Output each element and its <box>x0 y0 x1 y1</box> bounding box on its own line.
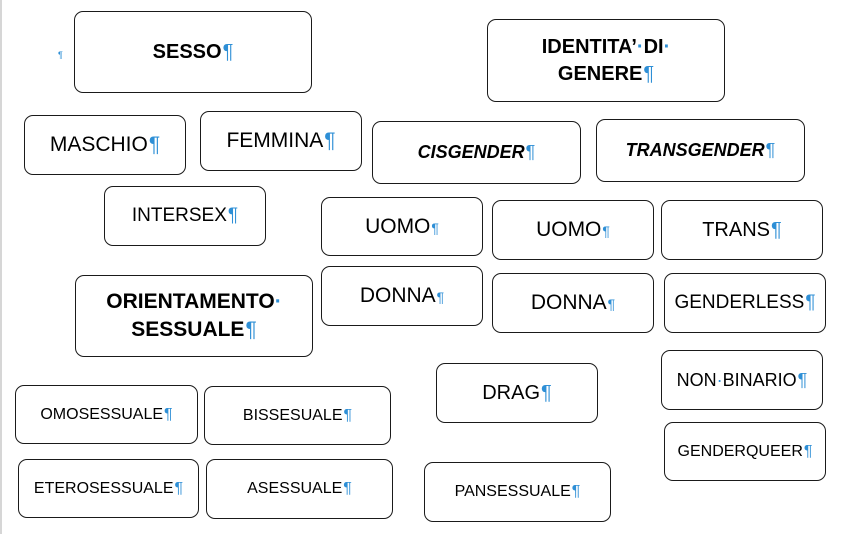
card-intersex[interactable]: INTERSEX¶ <box>104 186 266 246</box>
pilcrow-mark: ¶ <box>245 318 257 341</box>
card-donna-1[interactable]: DONNA¶ <box>321 266 483 326</box>
card-transgender[interactable]: TRANSGENDER¶ <box>596 119 805 182</box>
pilcrow-mark: ¶ <box>227 205 239 226</box>
space-dot: · <box>716 369 723 390</box>
card-label: GENERE <box>557 62 643 85</box>
pilcrow-mark: ¶ <box>541 381 552 404</box>
pilcrow-mark: ¶ <box>431 219 439 236</box>
card-label: OMOSESSUALE <box>40 405 164 423</box>
card-genderqueer[interactable]: GENDERQUEER¶ <box>664 422 826 481</box>
card-asessuale[interactable]: ASESSUALE¶ <box>206 459 393 519</box>
card-label: BINARIO <box>722 369 797 390</box>
pilcrow-mark: ¶ <box>324 129 336 152</box>
card-bissesuale[interactable]: BISSESUALE¶ <box>204 386 391 445</box>
card-label: ORIENTAMENTO <box>106 289 275 313</box>
card-label: NON <box>676 369 717 390</box>
card-label: FEMMINA <box>226 129 324 152</box>
card-label: PANSESSUALE <box>454 483 571 500</box>
pilcrow-mark: ¶ <box>765 140 776 160</box>
card-omosessuale[interactable]: OMOSESSUALE¶ <box>15 385 198 444</box>
pilcrow-mark: ¶ <box>222 40 234 63</box>
card-label: TRANS <box>702 218 771 241</box>
card-uomo-1[interactable]: UOMO¶ <box>321 197 483 256</box>
pilcrow-mark: ¶ <box>602 223 610 239</box>
card-sesso[interactable]: SESSO¶ <box>74 11 312 93</box>
pilcrow-mark: ¶ <box>571 483 581 500</box>
card-genderless[interactable]: GENDERLESS¶ <box>664 273 826 333</box>
pilcrow-mark: ¶ <box>164 405 173 423</box>
pilcrow-mark: ¶ <box>803 442 813 460</box>
card-label: GENDERQUEER <box>677 442 803 460</box>
pilcrow-mark: ¶ <box>607 296 616 312</box>
space-dot: · <box>274 289 282 313</box>
card-label: UOMO <box>536 218 602 241</box>
card-label: DRAG <box>482 381 541 404</box>
card-identita-di-genere[interactable]: IDENTITA’·DI· GENERE¶ <box>487 19 725 102</box>
card-label: ASESSUALE <box>247 480 343 497</box>
pilcrow-mark: ¶ <box>436 289 445 305</box>
card-maschio[interactable]: MASCHIO¶ <box>24 115 186 175</box>
card-label: MASCHIO <box>49 133 148 156</box>
pilcrow-mark: ¶ <box>148 133 161 156</box>
card-label: TRANSGENDER <box>625 140 765 160</box>
card-eterosessuale[interactable]: ETEROSESSUALE¶ <box>18 459 199 518</box>
card-orientamento-sessuale[interactable]: ORIENTAMENTO· SESSUALE¶ <box>75 275 313 357</box>
card-pansessuale[interactable]: PANSESSUALE¶ <box>424 462 611 522</box>
pilcrow-mark: ¶ <box>643 62 655 85</box>
card-label: DI <box>643 35 664 58</box>
card-non-binario[interactable]: NON·BINARIO¶ <box>661 350 823 410</box>
page-left-edge <box>0 0 2 534</box>
card-label: GENDERLESS <box>674 292 805 313</box>
card-femmina[interactable]: FEMMINA¶ <box>200 111 362 171</box>
card-label: DONNA <box>530 291 607 314</box>
pilcrow-mark: ¶ <box>797 369 808 390</box>
space-dot: · <box>663 35 671 58</box>
pilcrow-mark: ¶ <box>174 479 184 497</box>
pilcrow-mark: ¶ <box>771 218 782 241</box>
space-dot: · <box>636 35 644 58</box>
card-label: INTERSEX <box>131 205 227 226</box>
card-cisgender[interactable]: CISGENDER¶ <box>372 121 581 184</box>
card-label: IDENTITA’ <box>541 35 637 58</box>
pilcrow-mark: ¶ <box>805 292 816 313</box>
card-label: SESSUALE <box>131 318 245 341</box>
stray-pilcrow-mark: ¶ <box>58 50 63 60</box>
pilcrow-mark: ¶ <box>343 480 352 497</box>
card-label: ETEROSESSUALE <box>33 479 174 497</box>
pilcrow-mark: ¶ <box>525 142 536 162</box>
card-label: DONNA <box>359 284 436 307</box>
card-donna-2[interactable]: DONNA¶ <box>492 273 654 333</box>
card-label: CISGENDER <box>417 142 525 162</box>
pilcrow-mark: ¶ <box>343 406 353 424</box>
card-trans[interactable]: TRANS¶ <box>661 200 823 260</box>
card-uomo-2[interactable]: UOMO¶ <box>492 200 654 260</box>
card-label: SESSO <box>152 40 222 63</box>
card-label: BISSESUALE <box>242 406 343 424</box>
card-label: UOMO <box>365 214 431 238</box>
card-drag[interactable]: DRAG¶ <box>436 363 598 423</box>
